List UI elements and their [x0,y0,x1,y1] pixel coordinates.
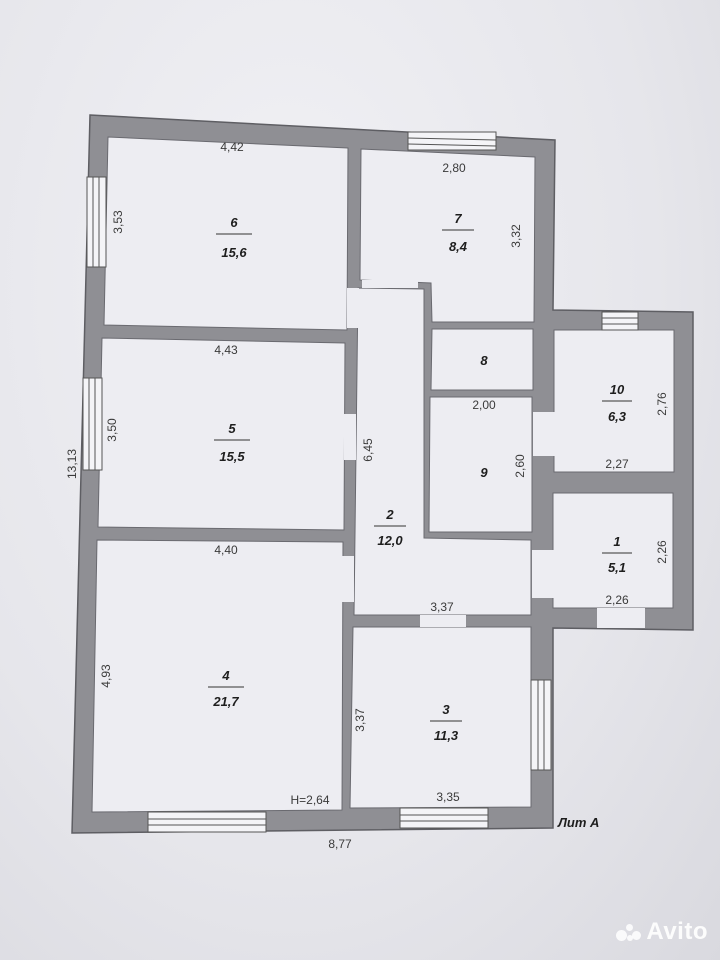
dim-room3-width: 3,35 [436,790,460,804]
window-room-6 [86,176,107,268]
door-6-2 [347,288,359,328]
room-6-area: 15,6 [221,245,247,260]
room-10-area: 6,3 [608,409,627,424]
room-8-number: 8 [480,353,488,368]
avito-watermark-text: Avito [646,918,708,945]
avito-watermark: Avito [616,918,708,946]
avito-dots-icon [616,922,642,942]
room-labels: 6 15,6 7 8,4 5 15,5 8 9 10 6,3 2 12,0 1 [208,211,632,743]
room-2-number: 2 [385,507,394,522]
dim-room5-height: 3,50 [105,418,119,442]
dim-room5-width: 4,43 [214,343,238,357]
dim-ceiling-height: H=2,64 [290,793,329,807]
room-2-area: 12,0 [377,533,403,548]
dim-room6-height: 3,53 [111,210,125,234]
dim-room10-width: 2,27 [605,457,629,471]
room-10-label: 10 6,3 [602,382,632,424]
door-7-2 [362,280,418,288]
dim-room3-height: 3,37 [353,708,367,732]
door-openings [342,280,645,628]
dim-room4-height: 4,93 [99,664,113,688]
window-room-4 [147,811,267,833]
room-5-floor [97,337,346,531]
room-9-number: 9 [480,465,488,480]
door-10-2 [533,412,555,456]
room-4-floor [91,539,344,813]
dimension-labels: 4,42 3,53 2,80 3,32 4,43 3,50 6,45 2,00 … [65,140,669,851]
room-5-label: 5 15,5 [214,421,250,464]
dim-corridor-height: 6,45 [361,438,375,462]
room-4-number: 4 [221,668,230,683]
room-3-label: 3 11,3 [430,702,462,743]
room-4-label: 4 21,7 [208,668,244,709]
room-10-number: 10 [610,382,625,397]
room-7-area: 8,4 [449,239,468,254]
room-3-floor [349,626,532,809]
room-9-floor [428,396,533,533]
dim-overall-width: 8,77 [328,837,352,851]
room-6-label: 6 15,6 [216,215,252,260]
dim-room7-height: 3,32 [509,224,523,248]
room-2-floor [353,287,532,616]
room-7-label: 7 8,4 [442,211,474,254]
dim-room9-height: 2,60 [513,454,527,478]
door-4-2 [342,556,354,602]
dim-room2-width: 3,37 [430,600,454,614]
window-room-10 [601,311,639,331]
room-6-number: 6 [230,215,238,230]
room-1-area: 5,1 [608,560,626,575]
window-room-5 [82,377,103,471]
room-3-number: 3 [442,702,450,717]
room-2-label: 2 12,0 [374,507,406,548]
windows [82,131,639,833]
dim-room1-width: 2,26 [605,593,629,607]
door-5-2 [344,414,356,460]
room-7-floor [359,148,536,323]
dim-room9-width: 2,00 [472,398,496,412]
room-5-number: 5 [228,421,236,436]
dim-room1-height: 2,26 [655,540,669,564]
room-1-label: 1 5,1 [602,534,632,575]
door-3-2 [420,615,466,627]
room-interiors [91,136,675,813]
room-4-area: 21,7 [212,694,239,709]
dim-room4-width: 4,40 [214,543,238,557]
dim-room10-height: 2,76 [655,392,669,416]
window-room-3-side [530,679,552,771]
dim-room6-width: 4,42 [220,140,244,154]
dim-overall-height: 13,13 [65,449,79,479]
door-1-2 [532,550,554,598]
room-8-floor [430,328,534,391]
building-letter: Лит А [557,815,599,830]
room-1-number: 1 [613,534,620,549]
room-7-number: 7 [454,211,462,226]
room-3-area: 11,3 [434,728,459,743]
window-room-3 [399,807,489,829]
window-room-7 [407,131,497,151]
room-5-area: 15,5 [219,449,245,464]
dim-room7-width: 2,80 [442,161,466,175]
entrance-door [597,608,645,628]
